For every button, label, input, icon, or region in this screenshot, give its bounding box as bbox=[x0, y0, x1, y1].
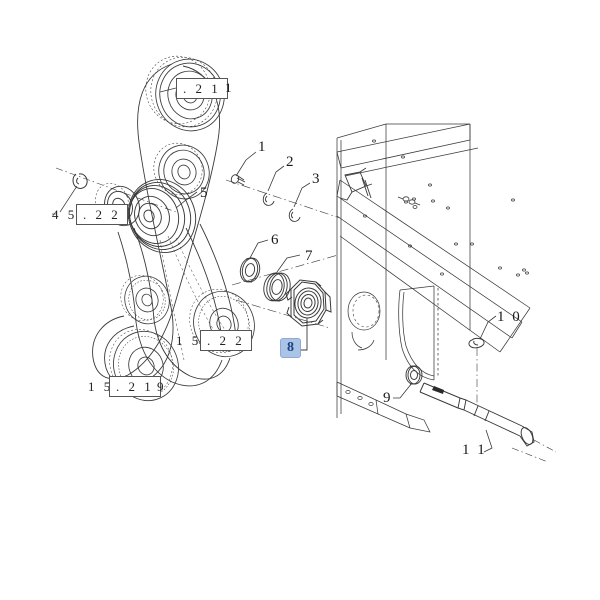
part-number-suffix-bottom-left: 9 bbox=[157, 379, 167, 394]
bearing-centerline bbox=[231, 254, 339, 329]
callout-7: 7 bbox=[305, 248, 315, 264]
frame-round-opening bbox=[347, 291, 381, 351]
part-number-prefix-bottom-left: 1 5 bbox=[88, 379, 114, 394]
callout-6: 6 bbox=[271, 232, 281, 248]
part-number-box-bottom-left: . 2 1 bbox=[109, 376, 161, 397]
frame-lower-panel bbox=[398, 285, 439, 381]
part-2-leader bbox=[267, 165, 285, 192]
part-11-leader bbox=[483, 429, 493, 453]
frame-upper-shelf bbox=[336, 123, 479, 177]
part-4-leader bbox=[52, 185, 78, 215]
part-6-bearing bbox=[239, 257, 261, 283]
part-10-pin bbox=[468, 337, 485, 349]
part-3-leader bbox=[293, 182, 311, 208]
part-3-washer bbox=[288, 208, 301, 222]
frame-back-panel bbox=[336, 123, 471, 418]
frame-fastener-holes bbox=[363, 139, 529, 277]
part-number-box-lower-middle: . 2 2 bbox=[200, 330, 252, 351]
part-number-suffix-top: 1 bbox=[225, 80, 235, 95]
leader-top-box bbox=[159, 87, 177, 93]
callout-2: 2 bbox=[286, 154, 296, 170]
callout-9: 9 bbox=[383, 390, 393, 406]
pulley-idler bbox=[120, 274, 170, 325]
frame-bottom-rail bbox=[336, 381, 431, 433]
leader-callout-5 bbox=[175, 191, 198, 209]
part-9-leader bbox=[393, 382, 413, 399]
part-number-prefix-lower-middle: 1 5 bbox=[176, 333, 202, 348]
frame-hardware-cluster bbox=[397, 196, 421, 209]
callout-10: 1 0 bbox=[497, 309, 522, 325]
part-11-shaft bbox=[419, 382, 535, 447]
frame-diagonal-panel bbox=[336, 179, 531, 353]
part-11-projection bbox=[511, 439, 557, 463]
frame-corner-bracket bbox=[339, 167, 373, 201]
callout-8-highlighted[interactable]: 8 bbox=[280, 338, 301, 358]
part-2-washer bbox=[262, 192, 275, 206]
callout-5: 5 bbox=[200, 185, 210, 201]
part-8-bearing-housing bbox=[285, 279, 332, 327]
part-8-leader bbox=[299, 318, 308, 351]
assembly-centerline bbox=[225, 179, 341, 219]
part-1-leader bbox=[235, 151, 257, 177]
part-number-prefix-left: 4 5 bbox=[52, 207, 78, 222]
part-number-box-top: . 2 1 bbox=[176, 78, 228, 99]
pulley-upper-middle bbox=[153, 142, 210, 200]
part-7-leader bbox=[276, 254, 301, 273]
part-10-leader bbox=[479, 315, 497, 340]
part-4-axis-line bbox=[55, 167, 177, 213]
callout-11: 1 1 bbox=[462, 442, 487, 458]
part-7-bearing bbox=[263, 272, 291, 302]
callout-3: 3 bbox=[312, 171, 322, 187]
callout-1: 1 bbox=[258, 139, 268, 155]
drive-belt-right bbox=[185, 223, 237, 341]
part-4-clip bbox=[72, 173, 88, 189]
part-6-leader bbox=[249, 239, 269, 259]
part-9-ring bbox=[405, 365, 423, 385]
part-number-box-left: . 2 2 bbox=[76, 204, 128, 225]
